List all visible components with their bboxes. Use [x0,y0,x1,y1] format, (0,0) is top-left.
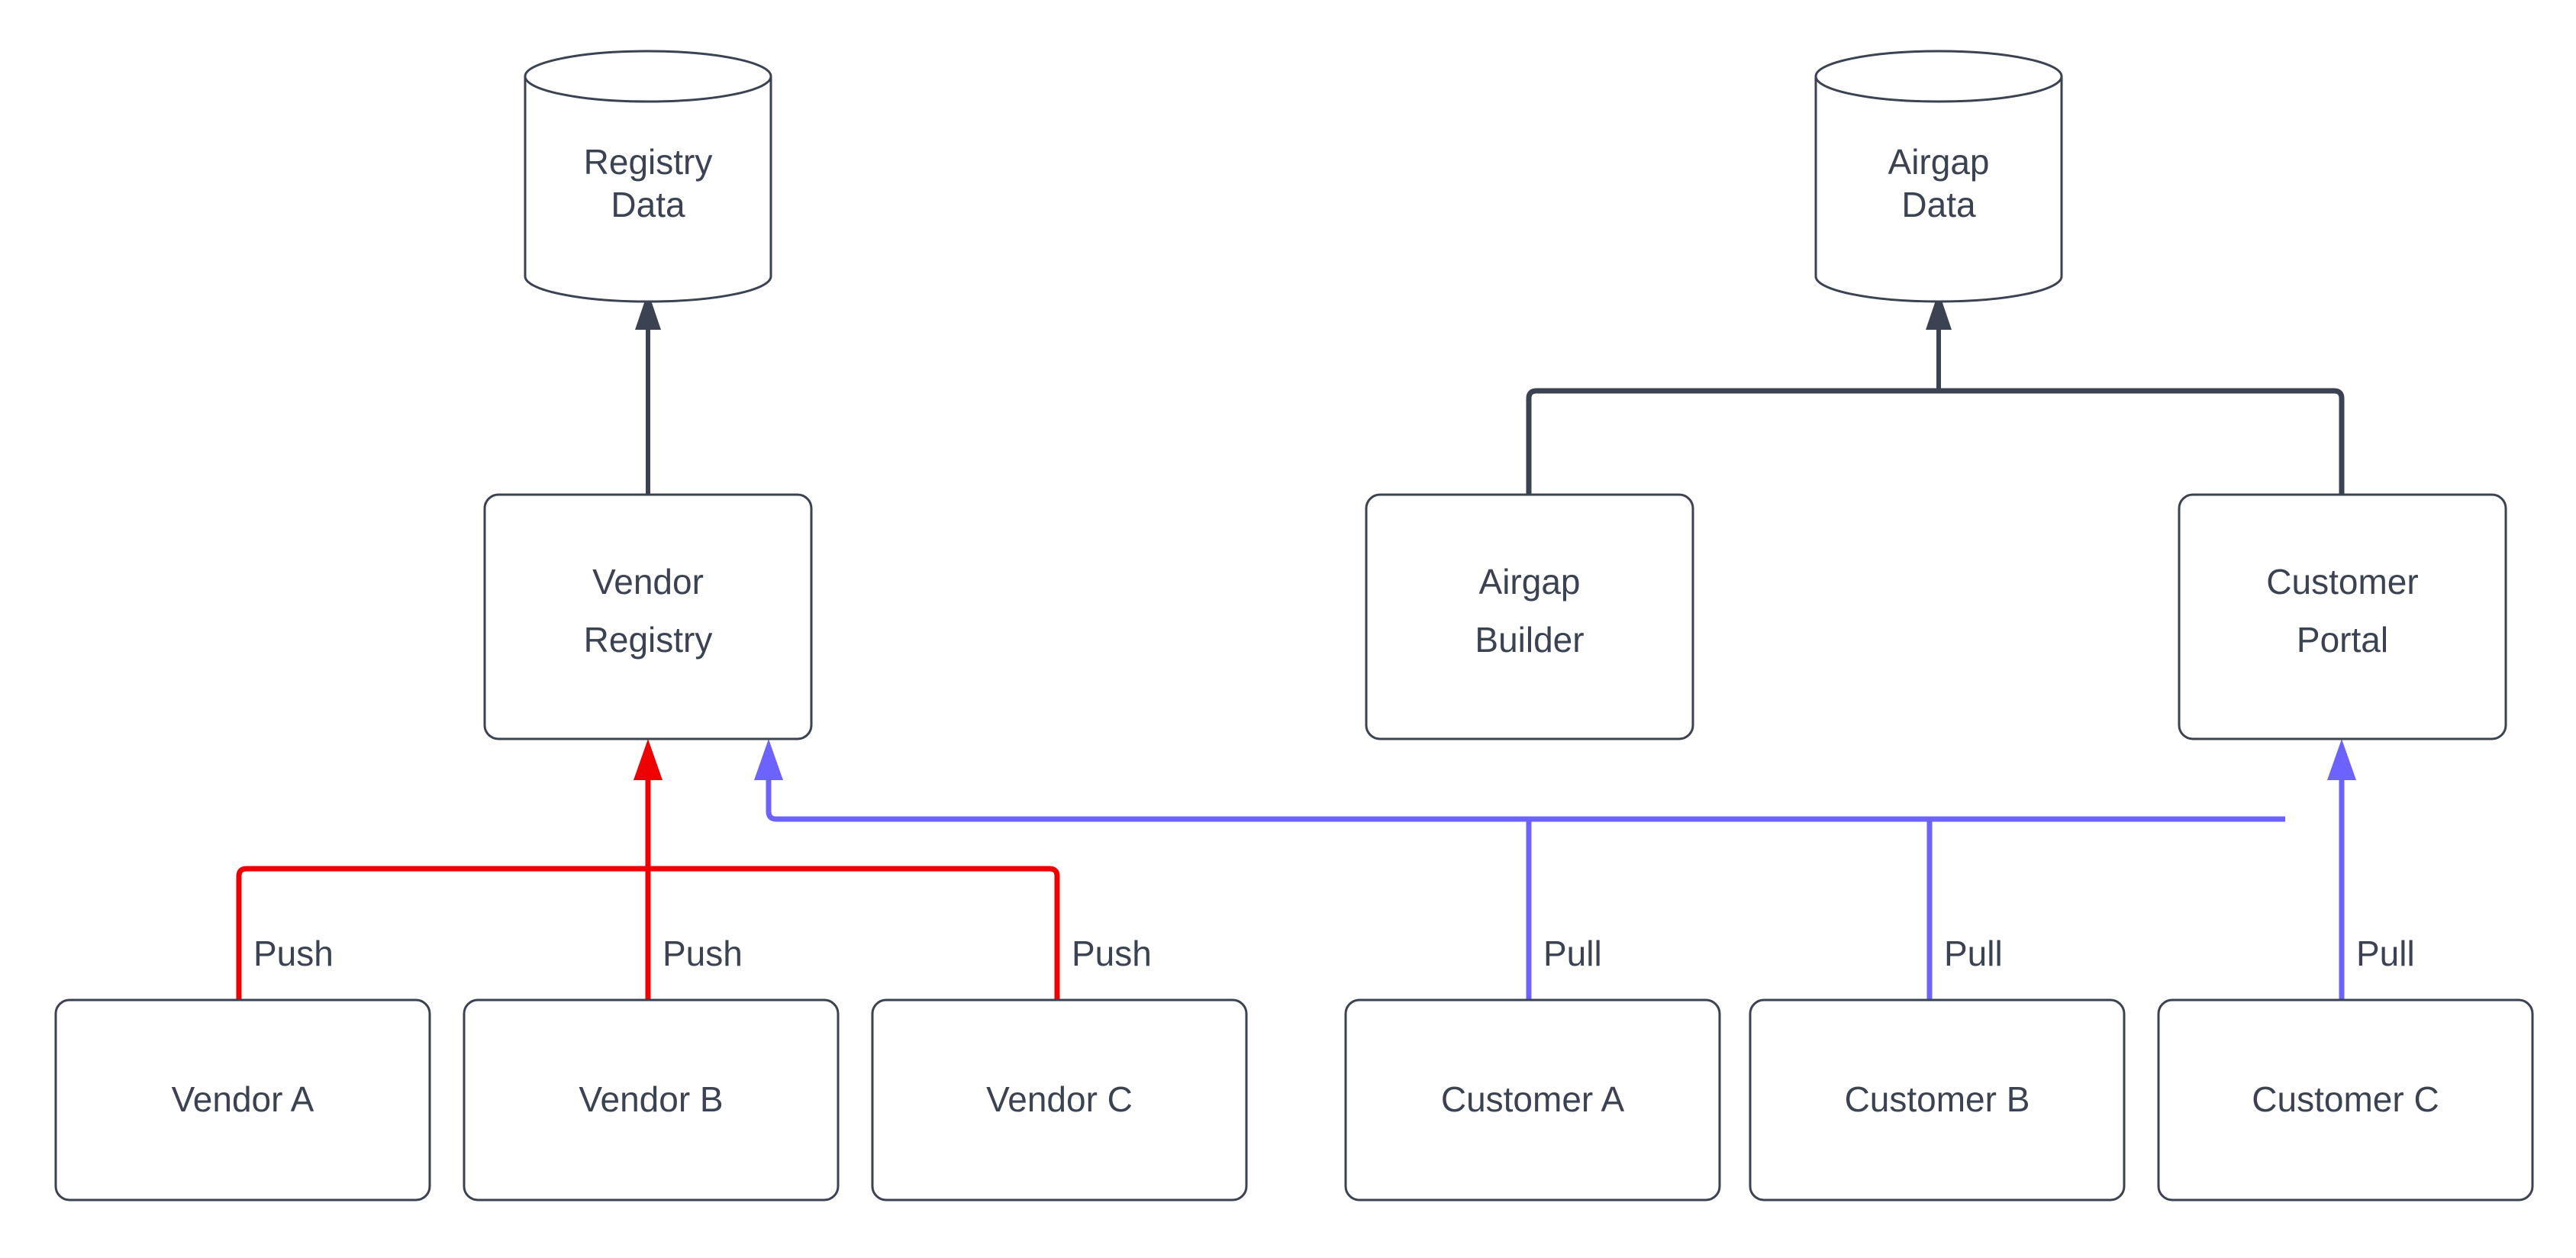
node-customer-b[interactable]: Customer B [1749,998,2126,1202]
arrow-head-up-icon [2327,739,2356,780]
edge-label-push-vendor-a: Push [253,934,334,973]
node-vendor-a[interactable]: Vendor A [54,998,431,1202]
datastore-airgap-data-label-line2: Data [1901,185,1976,224]
node-box [1749,998,2126,1202]
node-vendor-a-label: Vendor A [172,1079,314,1119]
edge-line [1939,388,2345,495]
datastore-registry-data-label-line1: Registry [584,142,713,182]
node-customer-b-label: Customer B [1845,1079,2030,1119]
node-box [2157,998,2534,1202]
node-customer-a[interactable]: Customer A [1344,998,1721,1202]
node-box [2178,493,2507,740]
node-vendor-c-label: Vendor C [986,1079,1133,1119]
arrow-head-up-icon [754,739,783,780]
edge-label-pull-customer-b: Pull [1944,934,2003,973]
node-vendor-registry[interactable]: Vendor Registry [483,493,813,740]
node-box [54,998,431,1202]
edge-customer-portal-to-airgap-data [1939,388,2345,495]
edge-pull-bus [754,739,2356,1000]
arrow-head-up-icon [1926,292,1952,330]
edge-line [1526,388,1939,495]
edge-label-push-vendor-c: Push [1072,934,1152,973]
edge-push-bus [236,739,1060,1000]
edge-label-push-vendor-b: Push [663,934,743,973]
cylinder-body [524,76,772,303]
node-customer-portal[interactable]: Customer Portal [2178,493,2507,740]
edge-label-pull-customer-c: Pull [2356,934,2415,973]
cylinder-top-ellipse [524,50,772,103]
node-vendor-b-label: Vendor B [579,1079,723,1119]
node-vendor-b[interactable]: Vendor B [463,998,840,1202]
cylinder-top-ellipse [1814,50,2063,103]
node-customer-portal-label-line2: Portal [2297,620,2388,660]
edge-push-vendor-a [236,866,648,1000]
edge-label-pull-customer-a: Pull [1543,934,1602,973]
datastore-registry-data-label-line2: Data [611,185,685,224]
edge-airgap-data-riser [1926,292,1952,391]
datastore-airgap-data-label-line1: Airgap [1888,142,1990,182]
node-box [483,493,813,740]
cylinder-body [1814,76,2063,303]
node-box [1365,493,1694,740]
arrow-head-up-icon [634,739,663,780]
node-vendor-c[interactable]: Vendor C [871,998,1248,1202]
node-customer-c-label: Customer C [2252,1079,2439,1119]
edge-pull-trunk [766,763,2285,822]
node-airgap-builder[interactable]: Airgap Builder [1365,493,1694,740]
node-box [1344,998,1721,1202]
node-airgap-builder-label-line2: Builder [1475,620,1584,660]
node-airgap-builder-label-line1: Airgap [1479,562,1581,602]
edge-push-vendor-c [648,866,1060,1000]
datastore-registry-data[interactable]: Registry Data [524,50,772,303]
node-box [463,998,840,1202]
node-customer-portal-label-line1: Customer [2266,562,2418,602]
node-customer-a-label: Customer A [1441,1079,1625,1119]
arrow-head-up-icon [635,292,661,330]
edge-airgap-builder-to-airgap-data [1526,388,1939,495]
node-box [871,998,1248,1202]
node-vendor-registry-label-line2: Registry [584,620,713,660]
node-vendor-registry-label-line1: Vendor [592,562,704,602]
node-customer-c[interactable]: Customer C [2157,998,2534,1202]
datastore-airgap-data[interactable]: Airgap Data [1814,50,2063,303]
edge-vendor-registry-to-registry-data [635,292,661,495]
